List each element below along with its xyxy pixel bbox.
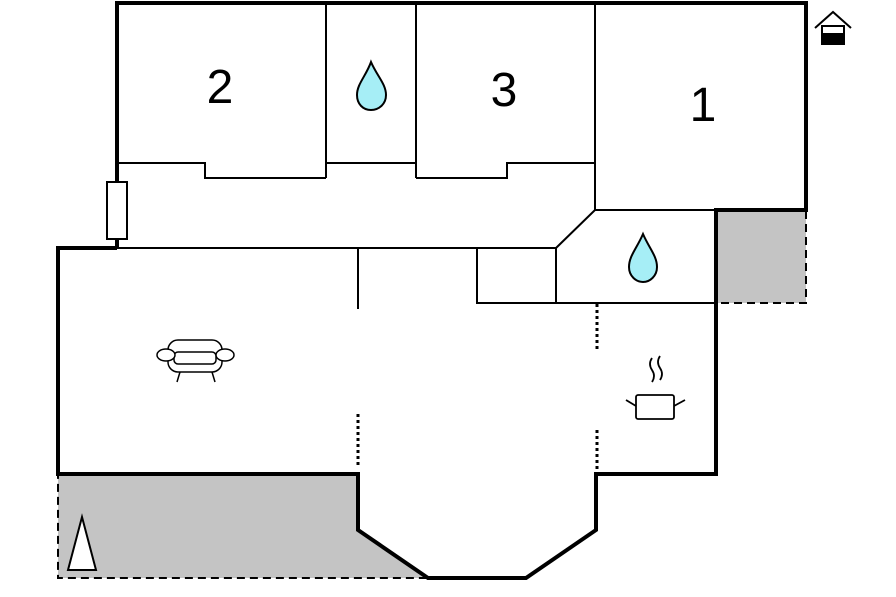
north-arrow-icon xyxy=(66,513,98,571)
terrace-right xyxy=(715,209,807,304)
openings xyxy=(356,304,599,470)
room-number-2: 2 xyxy=(207,61,234,114)
sofa-icon xyxy=(156,339,235,383)
house-icon xyxy=(814,10,852,45)
water-drop-icon xyxy=(355,59,388,112)
room-number-1: 1 xyxy=(690,79,717,132)
water-drop-icon xyxy=(627,231,659,284)
cooking-pot-icon xyxy=(625,355,686,420)
terrace-left xyxy=(57,473,432,579)
interior-walls xyxy=(117,3,716,309)
outer-wall xyxy=(56,1,808,580)
window xyxy=(106,181,128,240)
room-number-3: 3 xyxy=(491,64,518,117)
